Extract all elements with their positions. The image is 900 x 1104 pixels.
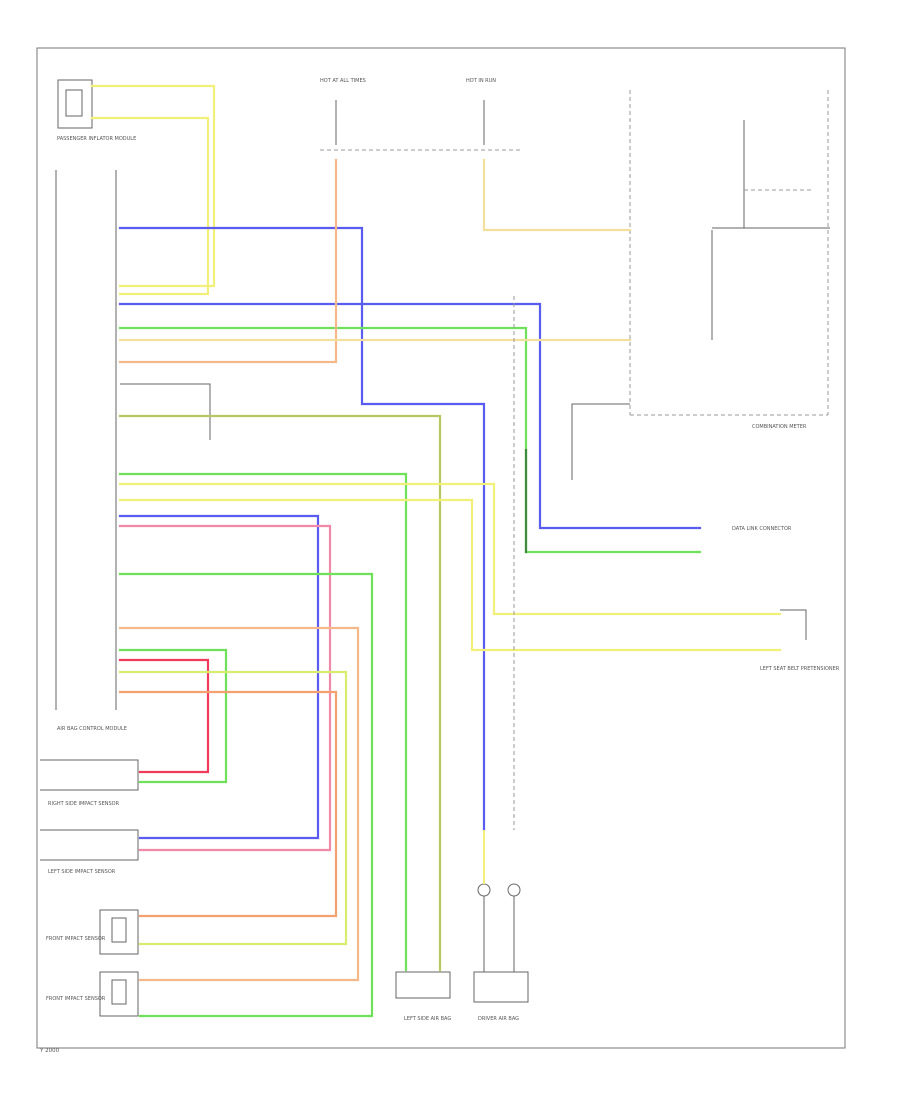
passenger-inflator-module: PASSENGER INFLATOR MODULE	[57, 79, 136, 142]
driver-squibs	[477, 830, 521, 972]
passenger-inflator-label: PASSENGER INFLATOR MODULE	[57, 136, 136, 142]
data-link-connector: DATA LINK CONNECTOR	[732, 526, 792, 532]
front-sensor-left: FRONT IMPACT SENSOR	[46, 971, 139, 1017]
left-airbag-label: LEFT SIDE AIR BAG	[404, 1016, 451, 1022]
combination-meter-label: COMBINATION METER	[752, 424, 807, 430]
driver-airbag: DRIVER AIR BAG	[473, 971, 529, 1022]
right-side-sensor-label: RIGHT SIDE IMPACT SENSOR	[48, 801, 120, 807]
control-module-label: AIR BAG CONTROL MODULE	[57, 726, 127, 732]
airbag-control-module: AIR BAG CONTROL MODULE	[55, 170, 127, 732]
front-sensor-right-label: FRONT IMPACT SENSOR	[46, 936, 106, 942]
left-pretensioner: LEFT SEAT BELT PRETENSIONER	[760, 609, 840, 672]
driver-airbag-label: DRIVER AIR BAG	[478, 1016, 519, 1022]
wires	[90, 84, 782, 1018]
corner-tag: Y 2000	[39, 1048, 60, 1054]
combination-meter: COMBINATION METER	[629, 90, 830, 430]
fuse-left-label: HOT AT ALL TIMES	[320, 78, 366, 84]
left-side-sensor-label: LEFT SIDE IMPACT SENSOR	[48, 869, 116, 875]
right-side-sensor: RIGHT SIDE IMPACT SENSOR	[40, 759, 139, 807]
fuse-right-label: HOT IN RUN	[466, 78, 496, 84]
left-side-sensor: LEFT SIDE IMPACT SENSOR	[40, 829, 139, 875]
fuse-left: HOT AT ALL TIMES	[320, 78, 366, 145]
front-sensor-left-label: FRONT IMPACT SENSOR	[46, 996, 106, 1002]
diagram-border	[36, 47, 846, 1049]
left-pretensioner-label: LEFT SEAT BELT PRETENSIONER	[760, 666, 840, 672]
front-sensor-right: FRONT IMPACT SENSOR	[46, 909, 139, 955]
left-side-airbag: LEFT SIDE AIR BAG	[395, 971, 451, 1022]
fuse-right: HOT IN RUN	[466, 78, 496, 145]
data-link-label: DATA LINK CONNECTOR	[732, 526, 792, 532]
